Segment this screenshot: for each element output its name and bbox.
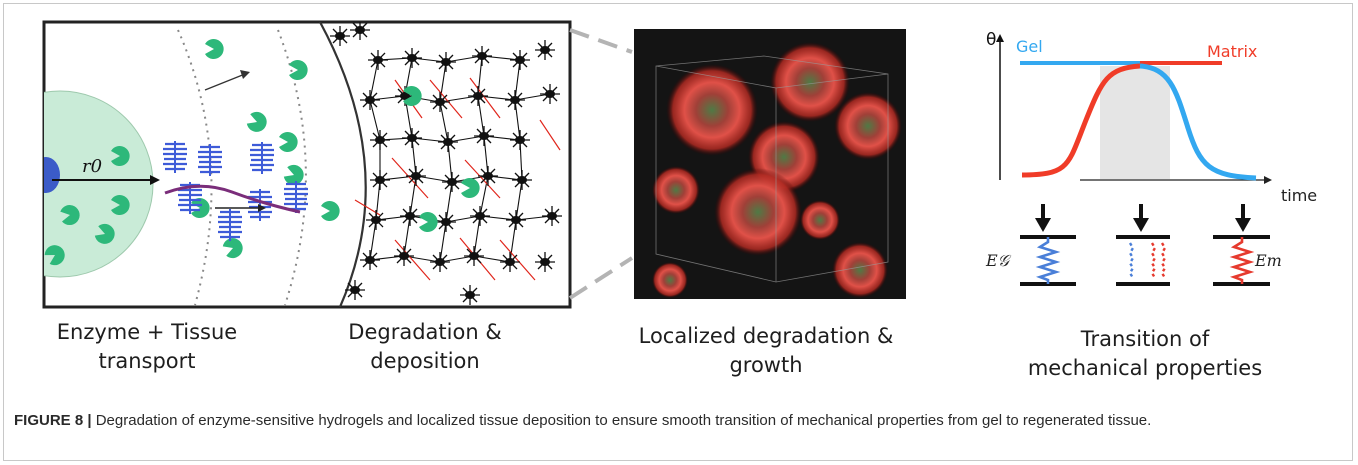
matrix-curve bbox=[1021, 63, 1141, 178]
transition-spring bbox=[1116, 235, 1170, 286]
localized-label-line1: Localized degradation & bbox=[638, 324, 894, 348]
gel-modulus-label: E𝒢 bbox=[985, 251, 1012, 270]
degradation-label-line2: deposition bbox=[370, 349, 480, 373]
mechanical-label: Transition of mechanical properties bbox=[1010, 325, 1280, 383]
figure-number: FIGURE 8 | bbox=[14, 412, 92, 429]
stage-arrows bbox=[1035, 204, 1251, 232]
localized-label: Localized degradation & growth bbox=[616, 322, 916, 380]
zoom-connector-top bbox=[569, 28, 633, 54]
gel-network bbox=[329, 22, 563, 306]
matrix-modulus-label: Em bbox=[1254, 251, 1282, 270]
caption-text: Degradation of enzyme-sensitive hydrogel… bbox=[95, 412, 1152, 429]
mechanical-label-line1: Transition of bbox=[1080, 327, 1210, 351]
radius-label: r0 bbox=[82, 156, 102, 177]
localized-label-line2: growth bbox=[729, 353, 803, 377]
transport-front-1 bbox=[177, 29, 213, 306]
localized-render-panel bbox=[634, 29, 906, 299]
y-axis-label: θ bbox=[986, 30, 996, 50]
cell-nucleus bbox=[44, 157, 60, 193]
mechanical-label-line2: mechanical properties bbox=[1027, 356, 1263, 380]
transport-label-line2: transport bbox=[98, 349, 196, 373]
x-axis-label: time bbox=[1281, 186, 1317, 205]
zoom-connector-bottom bbox=[568, 256, 634, 300]
transition-window bbox=[1100, 66, 1170, 179]
degradation-label: Degradation & deposition bbox=[330, 318, 520, 376]
matrix-strand bbox=[164, 184, 301, 214]
figure-frame bbox=[3, 3, 1353, 461]
transport-label-line1: Enzyme + Tissue bbox=[56, 320, 238, 344]
figure-caption: FIGURE 8 | Degradation of enzyme-sensiti… bbox=[14, 411, 1339, 431]
gel-spring: E𝒢 bbox=[985, 235, 1076, 286]
matrix-spring: Em bbox=[1213, 235, 1282, 286]
transport-label: Enzyme + Tissue transport bbox=[42, 318, 252, 376]
cell-source bbox=[44, 90, 154, 278]
gel-curve bbox=[1139, 63, 1257, 181]
transition-chart: θ Gel Matrix time E𝒢 bbox=[985, 30, 1317, 286]
degradation-label-line1: Degradation & bbox=[348, 320, 502, 344]
degradation-front bbox=[319, 22, 367, 307]
matrix-series-label: Matrix bbox=[1207, 42, 1257, 61]
transport-degradation-panel: r0 bbox=[42, 20, 572, 309]
gel-series-label: Gel bbox=[1016, 37, 1043, 56]
figure-8: r0 θ Gel Matrix time bbox=[42, 20, 1317, 309]
